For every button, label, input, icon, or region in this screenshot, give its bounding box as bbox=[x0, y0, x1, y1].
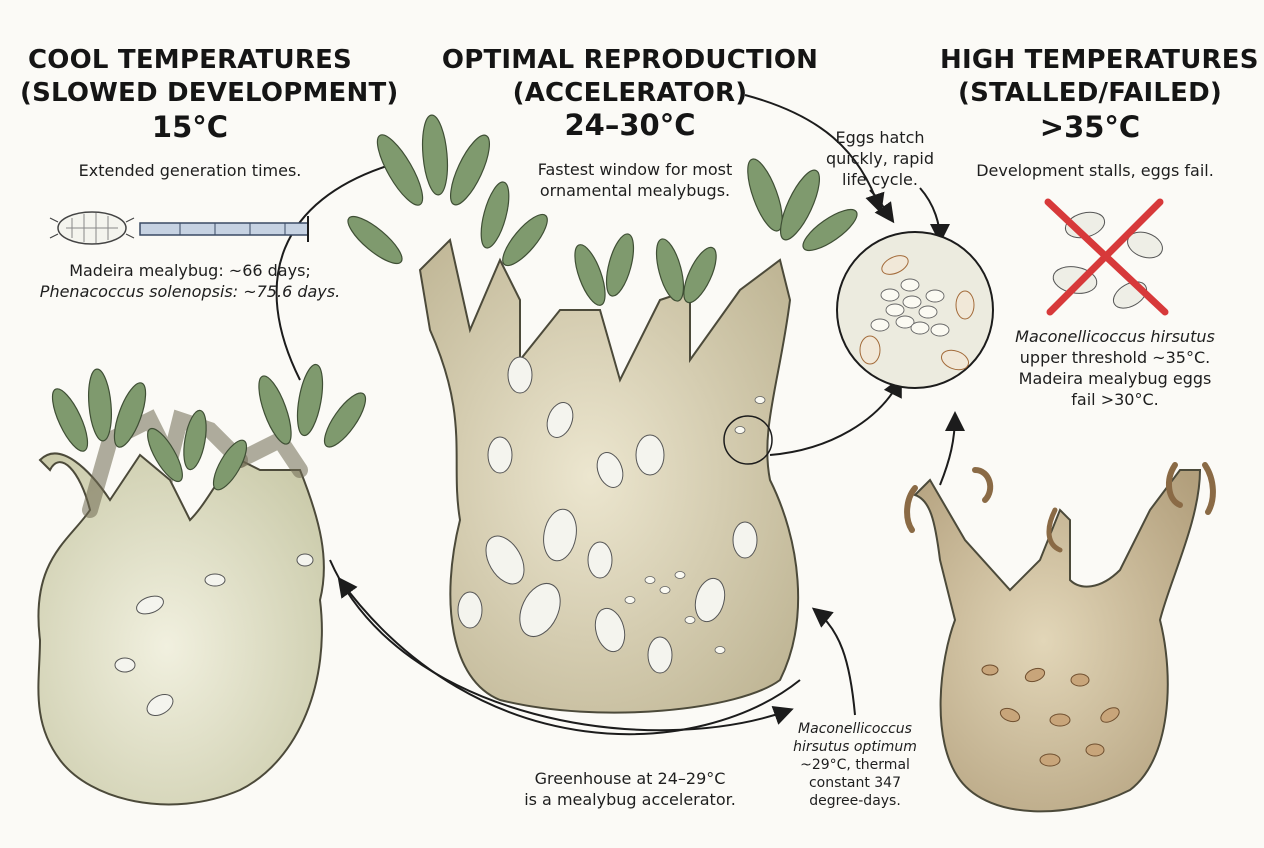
arrow-greenhouse bbox=[329, 559, 794, 732]
arrow-zoom-link bbox=[769, 376, 902, 456]
timeline-bar bbox=[139, 216, 309, 242]
arrow-optimal-to-callout bbox=[744, 94, 885, 214]
arrow-return-to-cool bbox=[337, 576, 801, 736]
cool-title: COOL TEMPERATURES (SLOWED DEVELOPMENT) bbox=[20, 45, 399, 108]
plant-cool bbox=[37, 363, 367, 806]
mealybug-icon bbox=[49, 211, 135, 245]
arrow-eggs bbox=[869, 189, 895, 224]
high-title: HIGH TEMPERATURES (STALLED/FAILED) bbox=[940, 45, 1259, 108]
optimal-temp: 24–30°C bbox=[564, 108, 696, 142]
arrow-cool-to-optimal bbox=[275, 164, 391, 381]
eggs-callout: Eggs hatch quickly, rapid life cycle. bbox=[825, 128, 935, 189]
cool-note: Madeira mealybug: ~66 days; Phenacoccus … bbox=[39, 261, 341, 301]
greenhouse-note: Greenhouse at 24–29°C is a mealybug acce… bbox=[524, 769, 736, 809]
plant-optimal bbox=[347, 114, 858, 714]
optimum-note: Maconellicoccus hirsutus optimum ~29°C, … bbox=[793, 721, 917, 809]
high-temp: >35°C bbox=[1039, 110, 1141, 144]
plant-high bbox=[904, 462, 1216, 813]
magnifier-circle bbox=[836, 231, 994, 389]
optimal-description: Fastest window for most ornamental mealy… bbox=[537, 160, 733, 200]
red-cross-icon bbox=[1044, 198, 1169, 316]
arrow-optimum bbox=[811, 607, 856, 716]
optimal-title: OPTIMAL REPRODUCTION (ACCELERATOR) bbox=[441, 45, 819, 108]
cool-temp: 15°C bbox=[151, 110, 229, 144]
high-description: Development stalls, eggs fail. bbox=[976, 161, 1214, 180]
cool-description: Extended generation times. bbox=[78, 161, 302, 180]
zoom-region bbox=[723, 415, 773, 465]
cycle-arrows bbox=[275, 94, 965, 736]
high-note: Maconellicoccus hirsutus upper threshold… bbox=[1015, 327, 1215, 409]
arrow-to-high bbox=[939, 411, 965, 486]
